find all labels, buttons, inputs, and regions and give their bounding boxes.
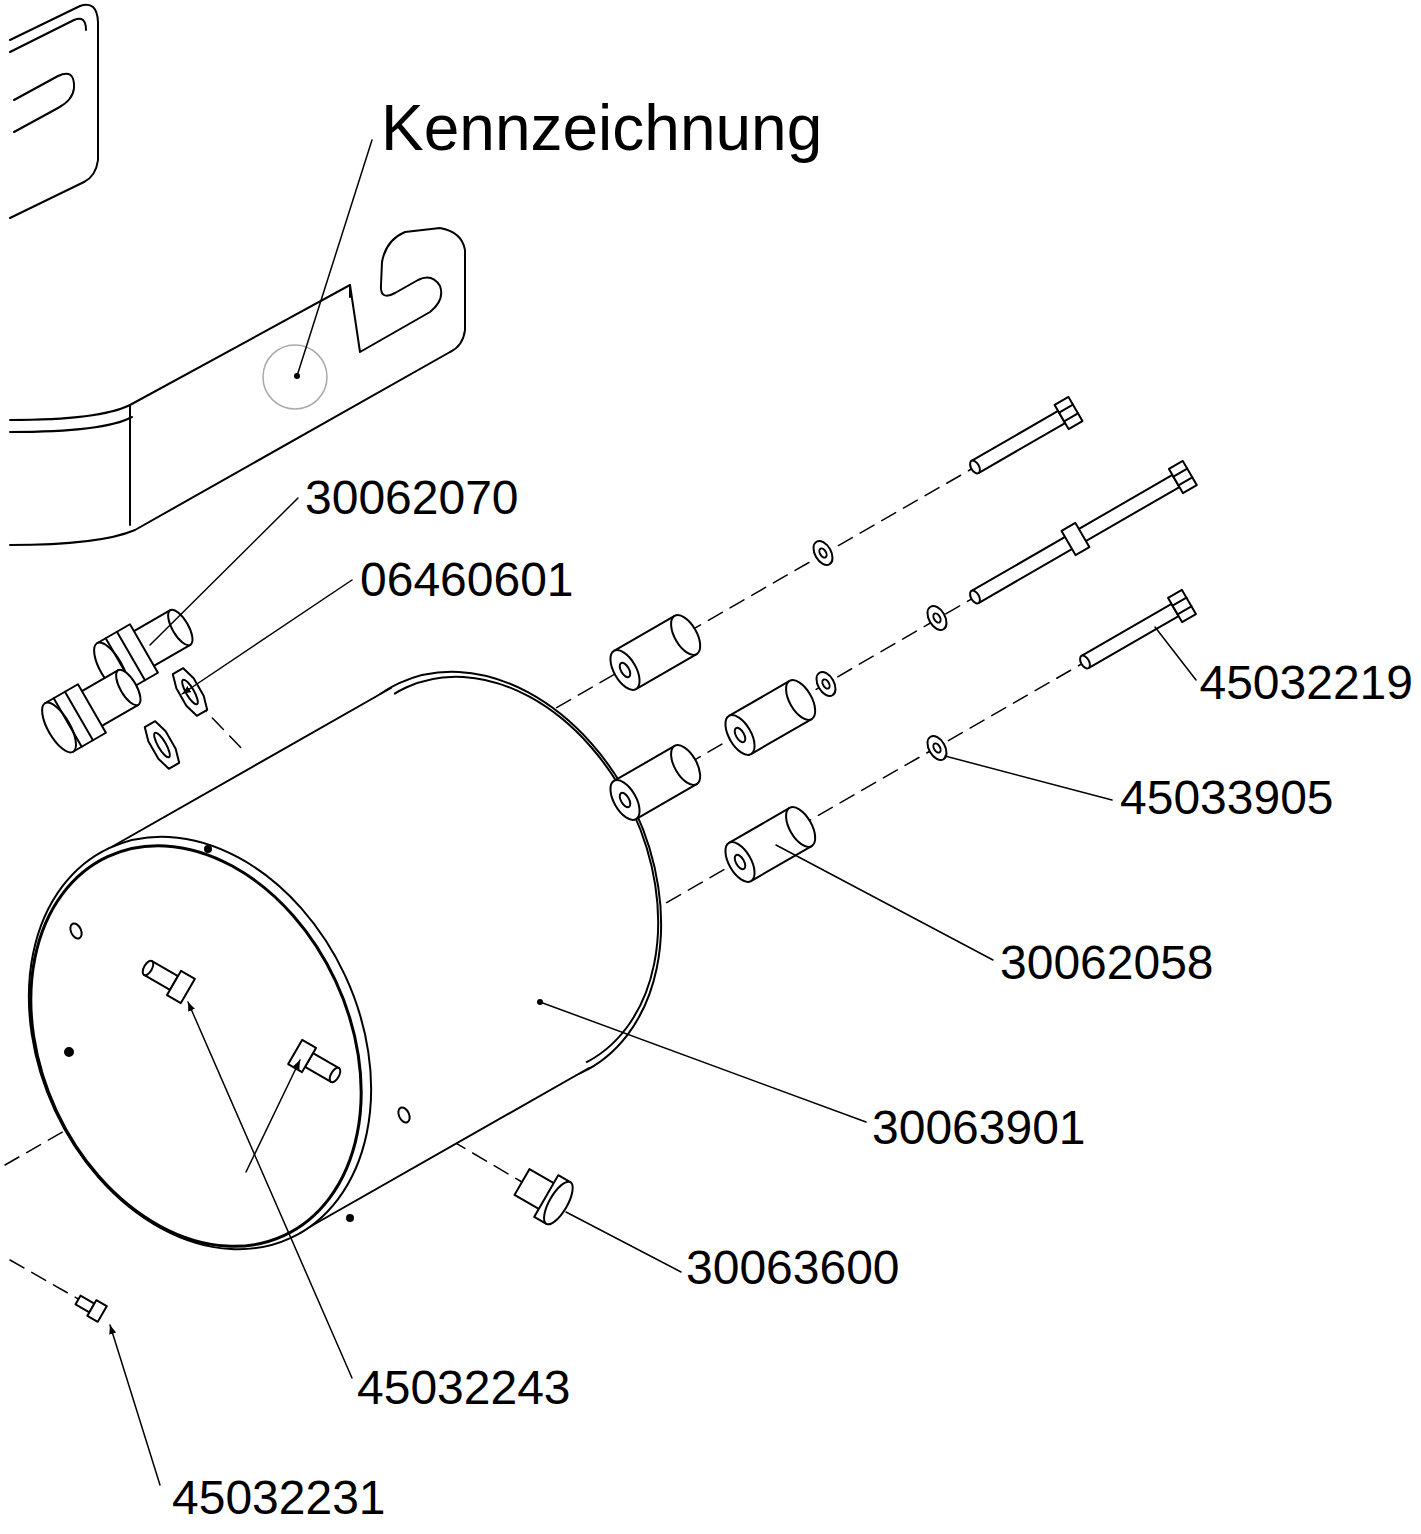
marking-label: Kennzeichnung bbox=[381, 96, 822, 160]
callout-number: 06460601 bbox=[360, 556, 574, 604]
callout-number: 30062058 bbox=[1000, 939, 1214, 987]
callout-number: 30062070 bbox=[305, 474, 519, 522]
callout-number: 45032243 bbox=[357, 1364, 571, 1412]
callout-number: 45032219 bbox=[1199, 659, 1413, 707]
callout-number: 30063901 bbox=[872, 1104, 1086, 1152]
callout-number: 45032231 bbox=[172, 1474, 386, 1522]
callout-number: 30063600 bbox=[686, 1244, 900, 1292]
callout-number: 45033905 bbox=[1120, 774, 1334, 822]
